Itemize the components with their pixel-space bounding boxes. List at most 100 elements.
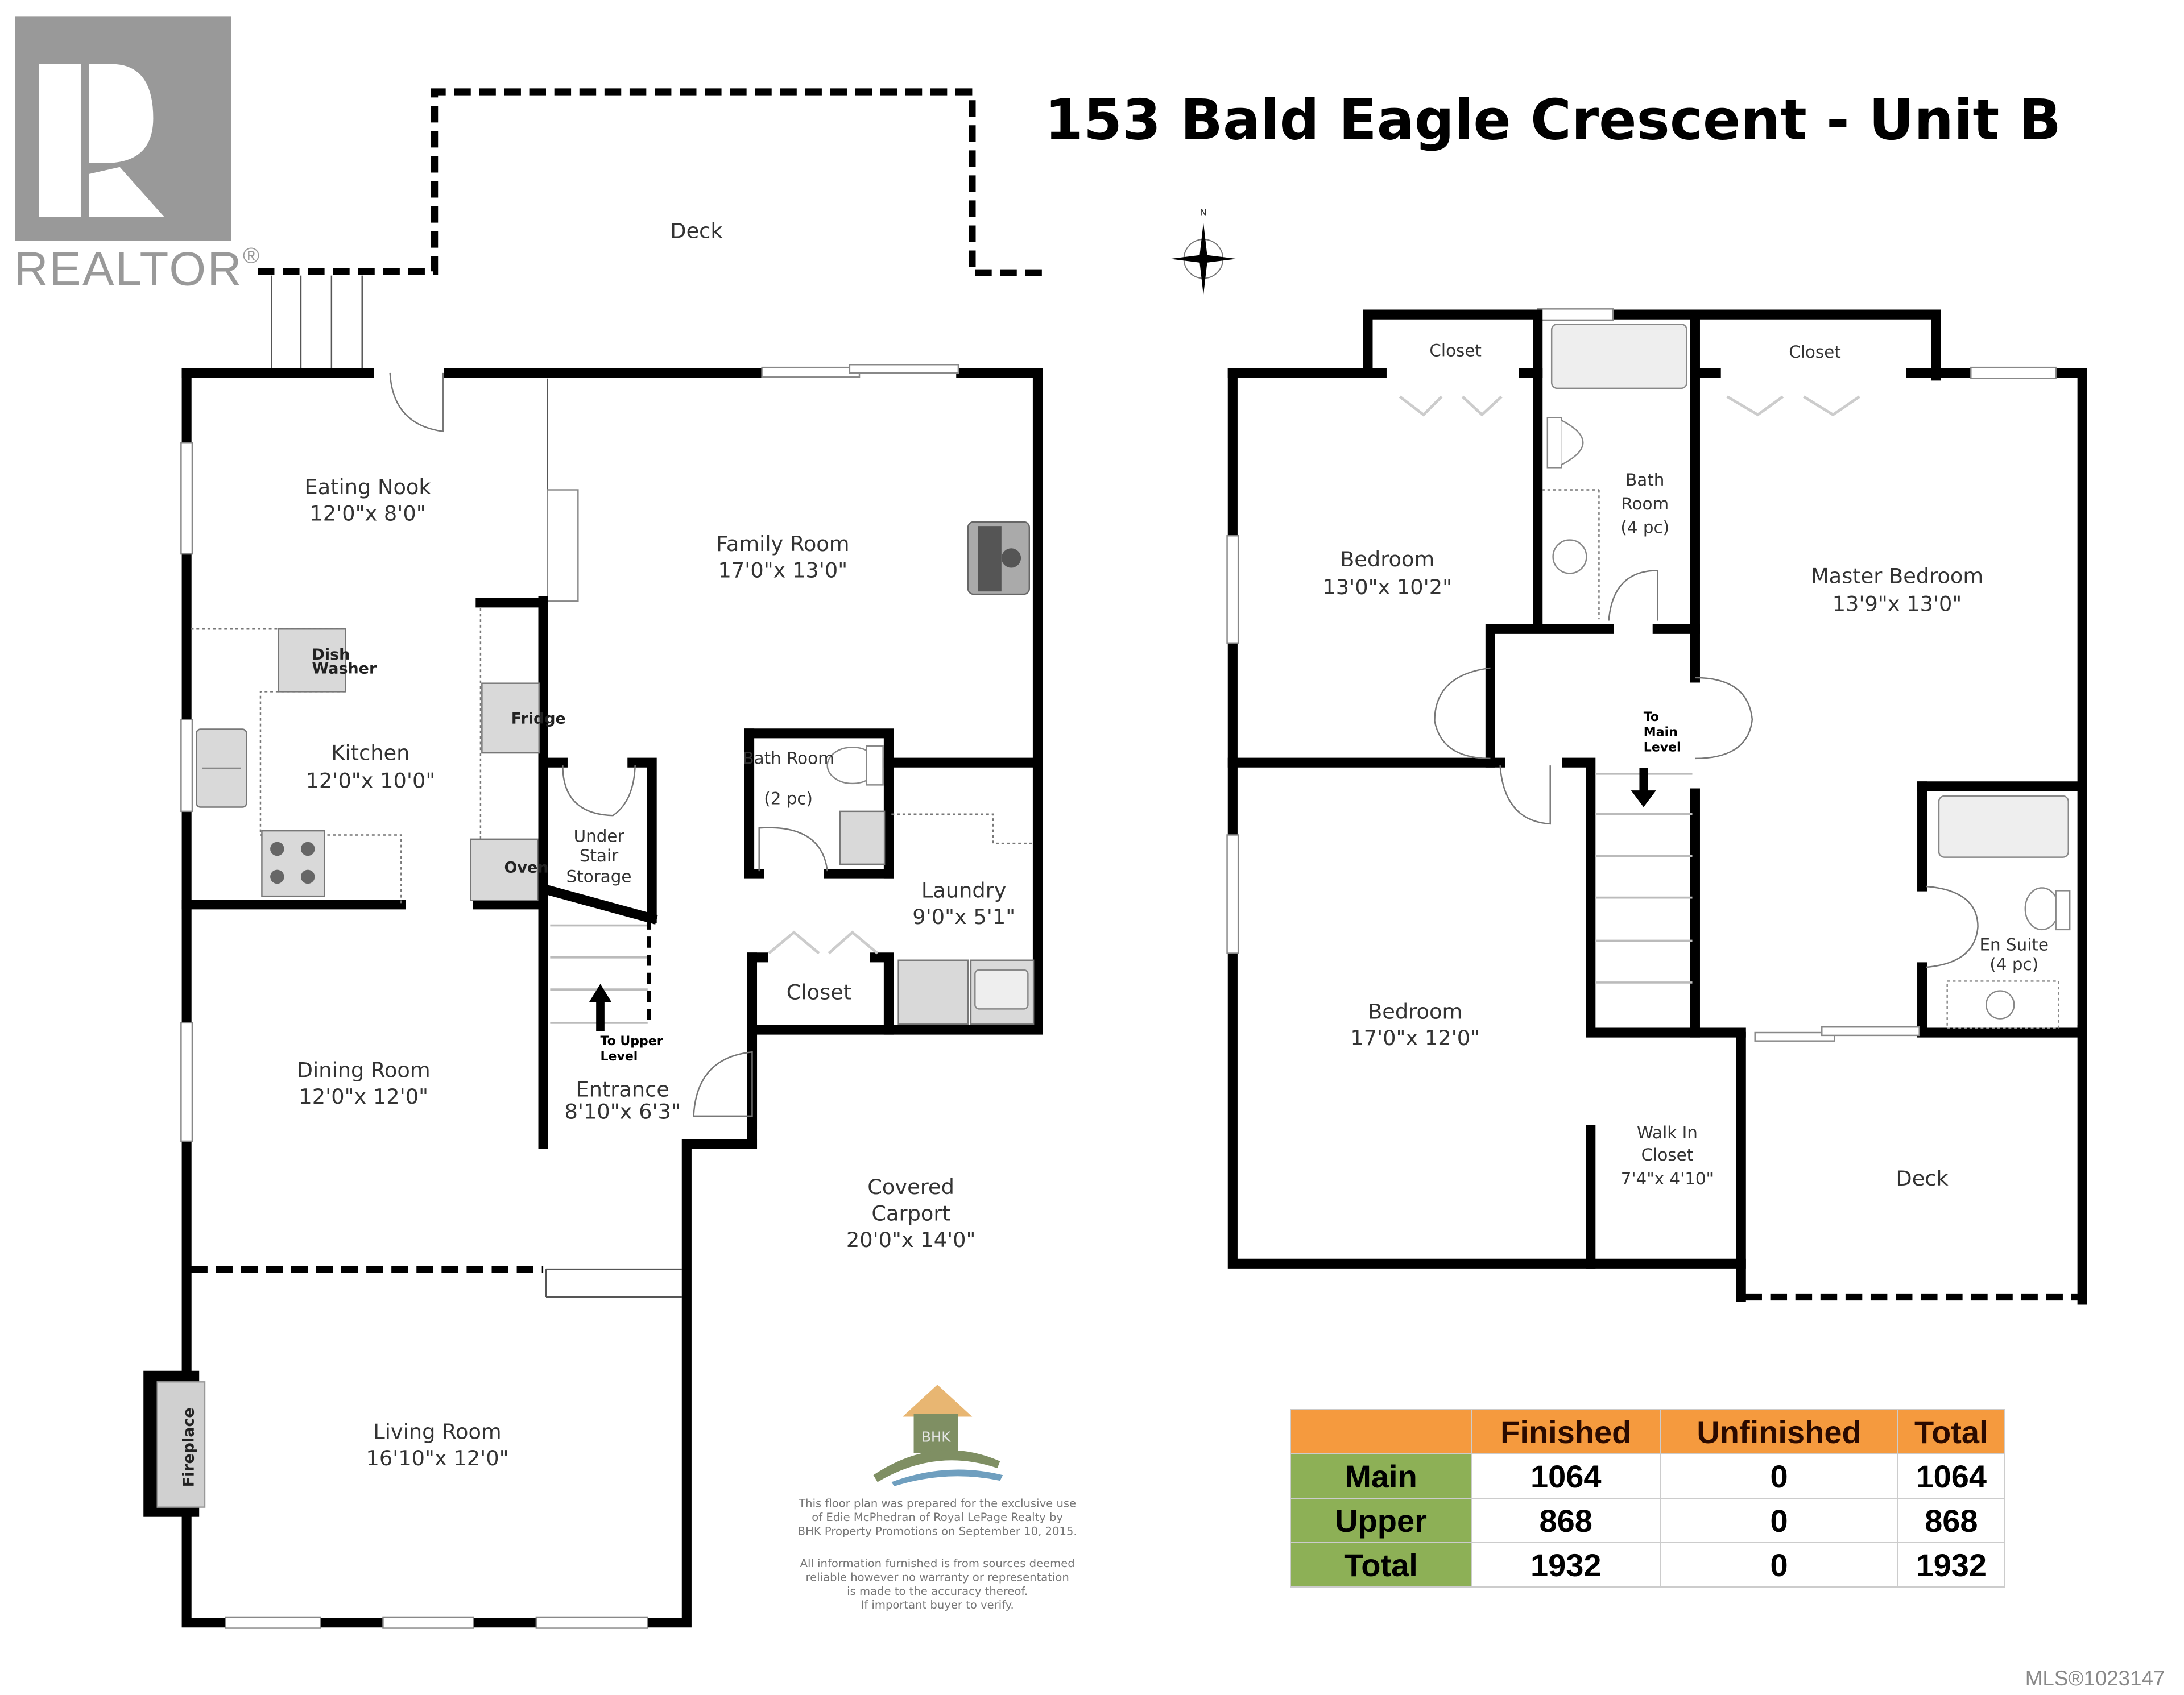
room-dims-dining-room: 12'0"x 12'0" [299,1084,428,1109]
entrance-door [693,1051,753,1117]
room-dims-bedroom-1: 13'0"x 10'2" [1322,575,1452,599]
table-header-total: Total [1897,1409,2006,1454]
cell-total: 868 [1897,1498,2006,1543]
room-label-bath-2pc-type: (2 pc) [764,789,813,809]
mls-number: MLS®1023147 [2025,1667,2165,1690]
stairs-up-label-2: Level [601,1050,638,1064]
room-label-eating-nook: Eating Nook [304,475,431,499]
arrow-down-icon [1631,768,1656,807]
fireplace [156,1381,206,1508]
cell-total: 1932 [1897,1542,2006,1588]
room-label-deck-upper: Deck [1896,1166,1949,1191]
realtor-wordmark: REALTOR® [14,243,260,296]
room-label-carport: Covered [867,1175,954,1199]
dishwasher-label-2: Washer [312,660,377,678]
oven-label: Oven [504,859,549,877]
stairs-down-label-2: Main [1644,726,1678,740]
ensuite-door [1926,885,1979,968]
bedroom2-door [1499,765,1551,825]
stairs-up-label: To Upper [601,1034,663,1049]
room-label-closet-main: Closet [787,980,851,1004]
room-label-bedroom-2: Bedroom [1368,1000,1462,1024]
room-dims-kitchen: 12'0"x 10'0" [306,768,436,793]
room-dims-entrance: 8'10"x 6'3" [565,1100,681,1124]
room-label-carport-2: Carport [871,1201,950,1225]
oven [470,838,539,901]
stairs-to-upper [550,918,651,1031]
storage-door [562,765,636,817]
deck-outline [258,88,1042,276]
table-row: Total 1932 0 1932 [1290,1542,2006,1588]
room-label-under-stair-3: Storage [566,867,632,886]
room-label-family-room: Family Room [716,532,849,556]
row-label-upper: Upper [1290,1498,1472,1543]
nook-door [389,372,444,433]
bhk-logo-text: BHK [921,1429,951,1445]
bhk-logo: BHK [873,1385,1003,1486]
room-dims-living-room: 16'10"x 12'0" [366,1446,508,1470]
room-label-deck: Deck [670,219,723,243]
table-row: Main 1064 0 1064 [1290,1453,2006,1499]
room-label-bedroom-1: Bedroom [1340,547,1434,571]
stairs-down-label: To [1644,710,1659,724]
main-floor-plan: Fireplace Dish Washer Fridge Oven [143,88,1043,1629]
realtor-logo: REALTOR® [14,16,260,296]
cell-finished: 1064 [1470,1453,1661,1499]
dishwasher-label: Dish [312,646,350,664]
fridge-label: Fridge [511,710,566,728]
fridge [481,682,540,754]
room-label-dining-room: Dining Room [297,1058,431,1082]
room-label-bath-4pc-2: Room [1621,494,1669,513]
room-label-kitchen: Kitchen [331,740,410,765]
dishwasher [278,628,346,693]
cell-total: 1064 [1897,1453,2006,1499]
room-dims-eating-nook: 12'0"x 8'0" [309,501,425,525]
room-label-under-stair-2: Stair [580,846,619,865]
bedroom1-door [1434,667,1491,760]
svg-text:is made to the accuracy thereo: is made to the accuracy thereof. [847,1585,1028,1598]
room-label-living-room: Living Room [373,1420,501,1444]
room-label-entrance: Entrance [576,1077,669,1102]
svg-text:This floor plan was prepared f: This floor plan was prepared for the exc… [798,1497,1076,1510]
room-label-bath-4pc: Bath [1625,470,1664,490]
room-label-walk-in-closet: Walk In [1637,1123,1698,1142]
compass-rose-icon: N [1170,207,1237,295]
bath-4pc-door [1608,570,1658,621]
room-label-laundry: Laundry [921,878,1007,903]
room-label-master-bedroom: Master Bedroom [1811,563,1983,588]
stairs-down-label-3: Level [1644,741,1681,755]
washer [897,959,969,1025]
room-label-bath-2pc: Bath Room [742,749,834,768]
svg-text:If important buyer to verify.: If important buyer to verify. [861,1598,1014,1611]
disclaimer: This floor plan was prepared for the exc… [798,1497,1077,1612]
room-dims-family-room: 17'0"x 13'0" [718,558,848,583]
room-label-under-stair: Under [574,827,625,846]
room-dims-laundry: 9'0"x 5'1" [912,905,1015,929]
svg-text:reliable however no warranty o: reliable however no warranty or represen… [806,1570,1069,1584]
row-label-total: Total [1290,1542,1472,1588]
room-label-en-suite-2: (4 pc) [1989,955,2038,974]
room-dims-carport: 20'0"x 14'0" [846,1228,976,1252]
room-label-closet-right: Closet [1789,342,1841,362]
room-dims-master-bedroom: 13'9"x 13'0" [1833,591,1962,616]
room-label-en-suite: En Suite [1979,935,2049,955]
table-header-finished: Finished [1470,1409,1661,1454]
table-row: Upper 868 0 868 [1290,1498,2006,1543]
bathtub [1550,324,1687,389]
room-dims-bedroom-2: 17'0"x 12'0" [1350,1026,1480,1050]
master-door [1695,677,1753,760]
cell-unfinished: 0 [1660,1453,1898,1499]
table-header-unfinished: Unfinished [1660,1409,1898,1454]
upper-floor-plan: To Main Level [1226,308,2087,1305]
cell-unfinished: 0 [1660,1498,1898,1543]
area-summary-table: Finished Unfinished Total Main 1064 0 10… [1290,1409,2006,1588]
stairs-to-main [1595,768,1693,984]
row-label-main: Main [1290,1453,1472,1499]
deck-stairs [271,275,363,373]
room-dims-walk-in-closet: 7'4"x 4'10" [1621,1169,1714,1188]
ensuite-tub [1938,795,2069,858]
page-title: 153 Bald Eagle Crescent - Unit B [1045,88,2061,153]
room-label-closet-left: Closet [1429,341,1482,360]
cell-unfinished: 0 [1660,1542,1898,1588]
